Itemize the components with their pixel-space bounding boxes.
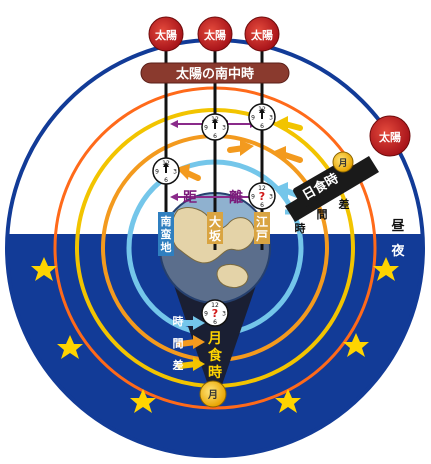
sun-top-osaka: 太陽 — [197, 16, 233, 52]
clock-numeral: 6 — [164, 177, 168, 184]
clock-numeral: 6 — [260, 202, 264, 209]
time-diff-right-kan: 間 — [317, 208, 328, 221]
place-label-edo: 江戸 — [256, 214, 268, 243]
star-icon — [373, 257, 399, 281]
place-label-west: 南蛮地 — [161, 214, 172, 254]
distance-label-right: 離 — [229, 189, 243, 206]
time-diff-lower-ji: 時 — [173, 314, 184, 328]
time-diff-right-sa: 差 — [339, 197, 350, 211]
svg-text:太陽: 太陽 — [378, 130, 401, 144]
clock-hand-tip — [163, 162, 169, 167]
svg-text:太陽: 太陽 — [203, 28, 226, 42]
clock-numeral: 12 — [211, 302, 219, 309]
clock-numeral: 6 — [213, 133, 217, 140]
svg-text:太陽: 太陽 — [250, 28, 273, 42]
svg-text:太陽: 太陽 — [154, 28, 177, 42]
sun-top-west: 太陽 — [148, 16, 184, 52]
sun-right: 太陽 — [369, 115, 411, 157]
star-icon — [275, 389, 301, 413]
lunar-eclipse-label-3: 時 — [208, 364, 222, 381]
time-diff-right-ji: 時 — [295, 221, 306, 235]
time-diff-lower-kan: 間 — [173, 337, 184, 350]
clock-numeral: 9 — [155, 169, 159, 176]
clock-numeral: 6 — [213, 319, 217, 326]
stars — [31, 257, 399, 413]
svg-text:月: 月 — [207, 389, 218, 401]
clock-numeral: 9 — [204, 125, 208, 132]
clock-numeral: 3 — [269, 194, 273, 201]
place-box-osaka — [207, 212, 223, 244]
star-icon — [57, 335, 83, 359]
time-arrows-lower — [177, 316, 205, 371]
clock-numeral: 3 — [222, 311, 226, 318]
meridian-title-banner — [140, 62, 290, 84]
clock-hand-tip — [259, 108, 265, 113]
lunar-eclipse-label-1: 月 — [207, 331, 222, 347]
distance-label-left: 距 — [183, 190, 197, 206]
clock-numeral: 9 — [204, 311, 208, 318]
place-label-osaka: 大坂 — [209, 214, 222, 243]
clock-numeral: 6 — [260, 123, 264, 130]
clock-numeral: 3 — [173, 169, 177, 176]
lunar-eclipse-label-2: 食 — [208, 347, 223, 364]
moon-right: 月 — [332, 151, 354, 173]
time-diff-lower-sa: 差 — [173, 358, 184, 372]
place-box-west — [158, 212, 174, 256]
clock-numeral: 9 — [251, 194, 255, 201]
clock-hand-tip — [212, 118, 218, 123]
place-box-edo — [254, 212, 270, 244]
day-label: 昼 — [391, 218, 404, 234]
sun-top-edo: 太陽 — [244, 16, 280, 52]
clock-numeral: 9 — [251, 115, 255, 122]
clock-numeral: 3 — [269, 115, 273, 122]
meridian-title: 太陽の南中時 — [175, 66, 254, 82]
clock-unknown-mark: ? — [259, 190, 265, 203]
svg-text:月: 月 — [337, 158, 347, 169]
star-icon — [130, 389, 156, 413]
clock-unknown-mark: ? — [212, 307, 218, 320]
star-icon — [31, 257, 57, 281]
clock-numeral: 12 — [258, 185, 266, 192]
moon-bottom: 月 — [199, 380, 227, 408]
clock-numeral: 3 — [222, 125, 226, 132]
night-label: 夜 — [390, 243, 405, 259]
star-icon — [343, 333, 369, 357]
